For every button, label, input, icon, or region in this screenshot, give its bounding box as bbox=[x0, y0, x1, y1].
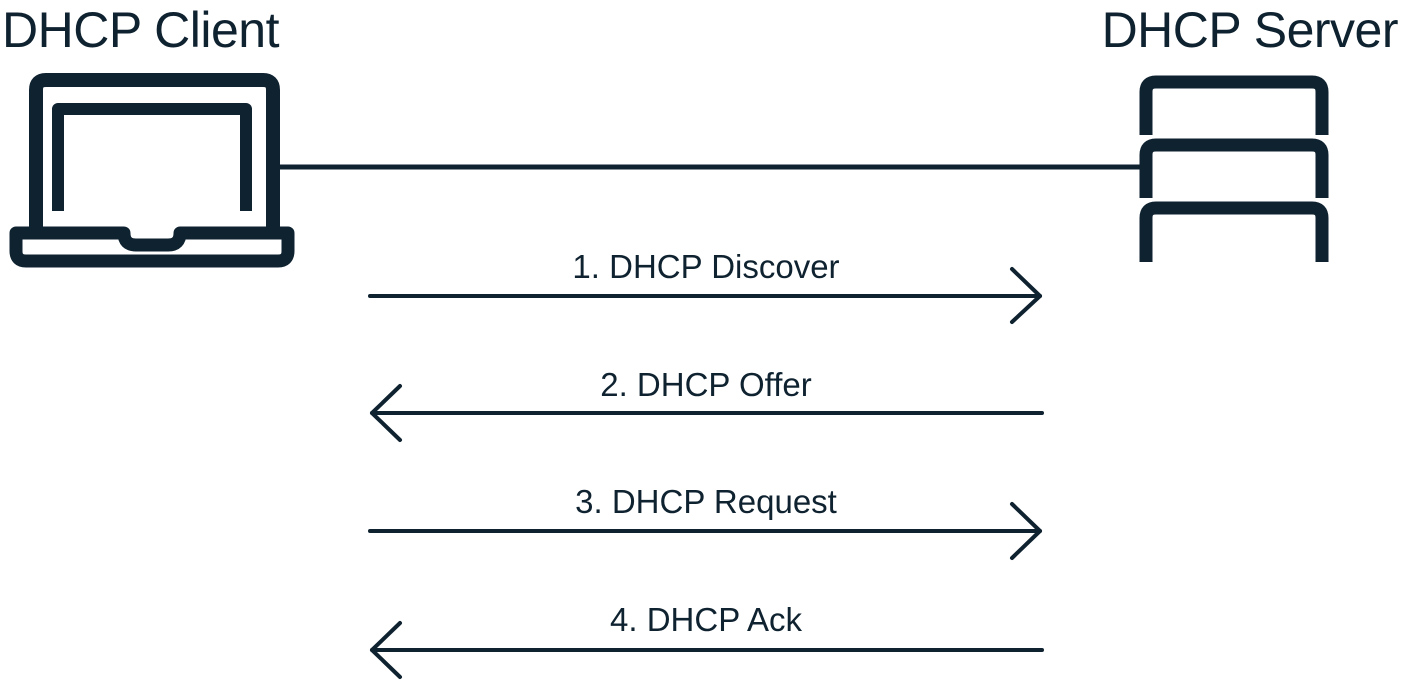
message-label-ack: 4. DHCP Ack bbox=[610, 601, 802, 638]
server-title: DHCP Server bbox=[1101, 2, 1399, 58]
message-label-request: 3. DHCP Request bbox=[575, 483, 837, 520]
arrow-offer bbox=[370, 384, 1044, 442]
arrow-discover bbox=[368, 267, 1042, 324]
arrow-request bbox=[368, 502, 1042, 560]
server-unit-2 bbox=[1139, 138, 1329, 198]
message-label-offer: 2. DHCP Offer bbox=[600, 366, 812, 403]
server-stack-icon bbox=[1139, 75, 1329, 262]
client-title: DHCP Client bbox=[2, 2, 280, 58]
laptop-screen-bezel bbox=[29, 73, 280, 238]
server-unit-3 bbox=[1139, 201, 1329, 262]
laptop-screen-inner bbox=[52, 103, 252, 211]
laptop-icon bbox=[9, 73, 295, 268]
laptop-base bbox=[9, 226, 295, 268]
server-unit-1 bbox=[1139, 75, 1329, 135]
message-label-discover: 1. DHCP Discover bbox=[572, 248, 840, 285]
arrow-ack bbox=[370, 621, 1044, 679]
